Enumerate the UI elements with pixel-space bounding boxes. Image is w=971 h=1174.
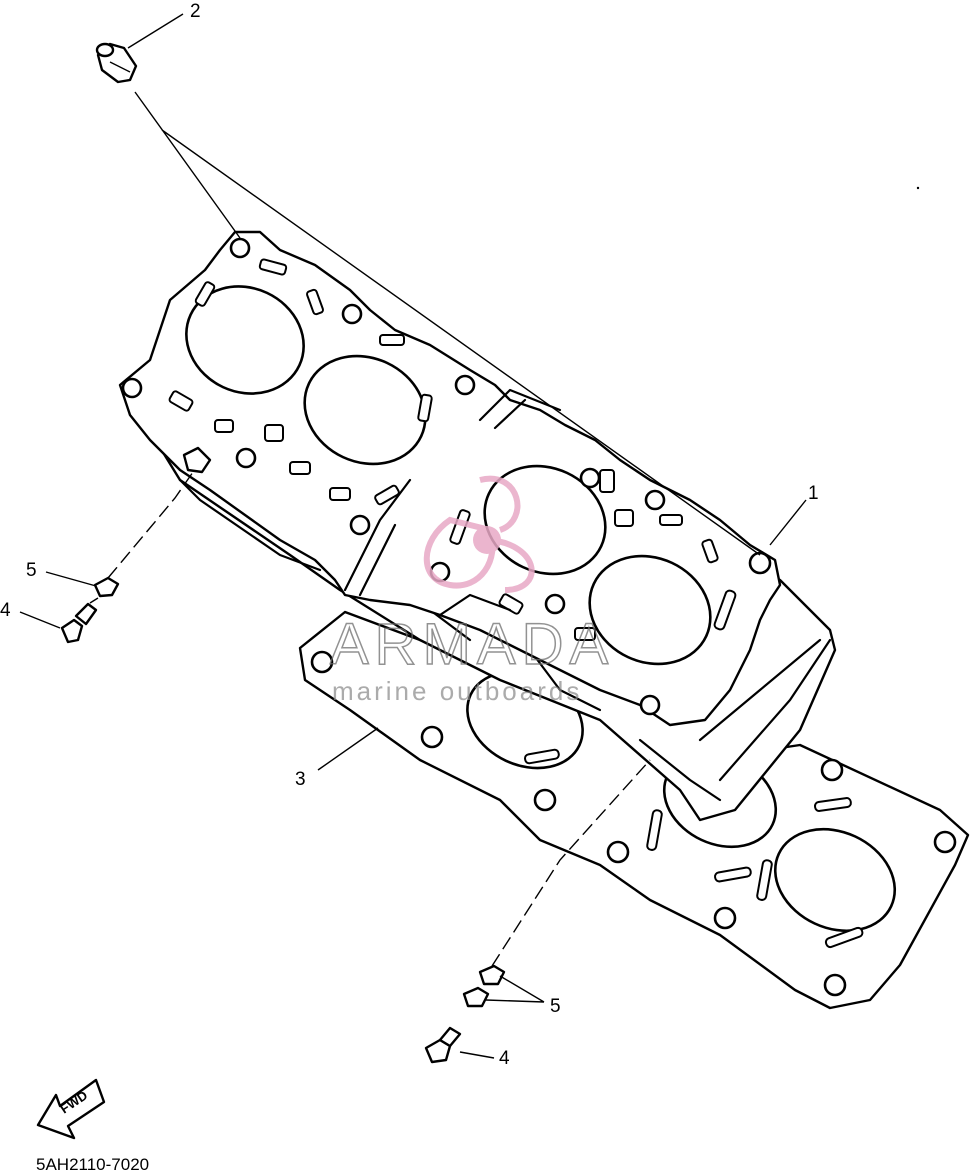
leader-5a xyxy=(45,571,97,587)
leader-2 xyxy=(127,13,184,49)
dowel-pin xyxy=(95,42,138,84)
leader-1 xyxy=(769,499,807,546)
leader-4b xyxy=(459,1051,495,1059)
watermark-brand: ARMADA xyxy=(330,612,614,677)
washer-lower-b xyxy=(462,986,490,1008)
bolt-lower xyxy=(424,1026,462,1064)
callout-2: 2 xyxy=(190,1,201,22)
dowel-leader xyxy=(134,91,761,556)
speck xyxy=(916,186,920,190)
lower-bolt-leader xyxy=(491,759,651,967)
upper-bolt-boss xyxy=(182,446,212,474)
washer-lower-a xyxy=(478,964,506,986)
part-code: 5AH2110-7020 xyxy=(36,1155,149,1174)
leader-3 xyxy=(317,727,379,771)
bolt-upper xyxy=(60,597,99,644)
watermark-logo xyxy=(423,475,535,593)
leader-4a xyxy=(19,611,61,629)
callout-5-lower: 5 xyxy=(550,996,561,1017)
watermark: ARMADA marine outboards xyxy=(329,475,614,706)
upper-bolt-leader xyxy=(107,461,201,579)
fwd-arrow: FWD xyxy=(36,1078,106,1140)
callout-4-lower: 4 xyxy=(499,1048,510,1069)
callout-4-upper: 4 xyxy=(0,600,11,621)
callout-5-upper: 5 xyxy=(26,560,37,581)
callout-1: 1 xyxy=(808,483,819,504)
watermark-tagline: marine outboards xyxy=(332,676,582,706)
leader-5b xyxy=(485,975,545,1003)
washer-upper xyxy=(93,576,120,598)
callout-3: 3 xyxy=(295,769,306,790)
cylinder-block xyxy=(118,230,837,822)
